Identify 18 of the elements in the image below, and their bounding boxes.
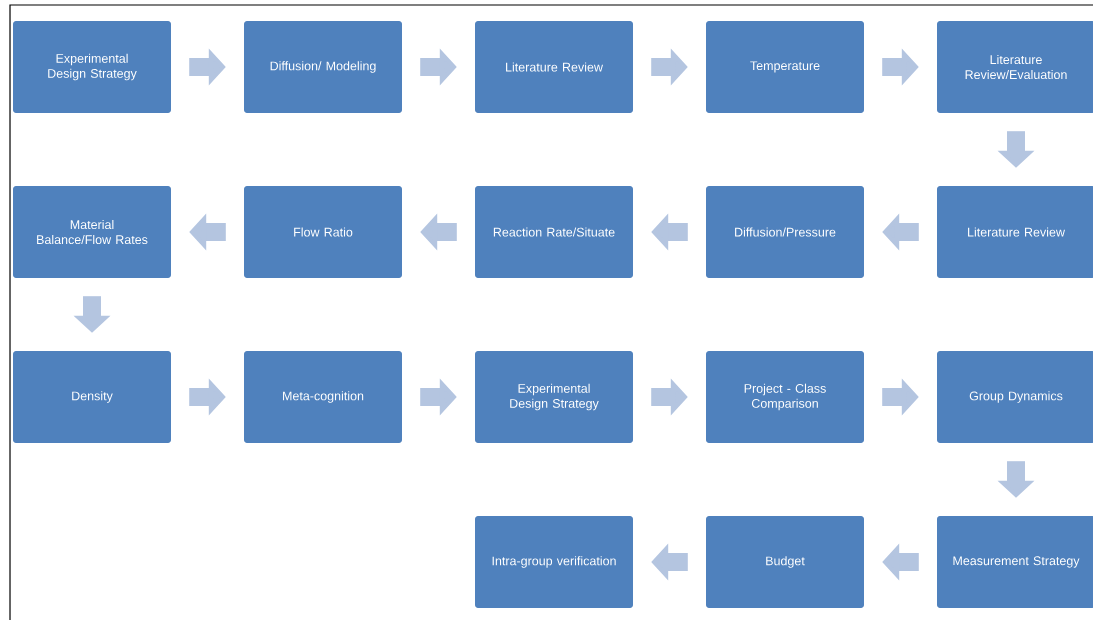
process-box: Diffusion/ Modeling	[244, 21, 402, 113]
process-box: Project - Class Comparison	[706, 351, 864, 443]
process-box: Meta-cognition	[244, 351, 402, 443]
process-box: Experimental Design Strategy	[475, 351, 633, 443]
process-box: Density	[13, 351, 171, 443]
process-box: Intra-group verification	[475, 516, 633, 608]
process-box: Budget	[706, 516, 864, 608]
process-box: Material Balance/Flow Rates	[13, 186, 171, 278]
process-box: Temperature	[706, 21, 864, 113]
process-box: Group Dynamics	[937, 351, 1093, 443]
process-box: Flow Ratio	[244, 186, 402, 278]
process-box: Reaction Rate/Situate	[475, 186, 633, 278]
process-box: Measurement Strategy	[937, 516, 1093, 608]
process-box: Literature Review/Evaluation	[937, 21, 1093, 113]
process-box: Diffusion/Pressure	[706, 186, 864, 278]
process-box: Literature Review	[937, 186, 1093, 278]
process-box: Literature Review	[475, 21, 633, 113]
process-box: Experimental Design Strategy	[13, 21, 171, 113]
